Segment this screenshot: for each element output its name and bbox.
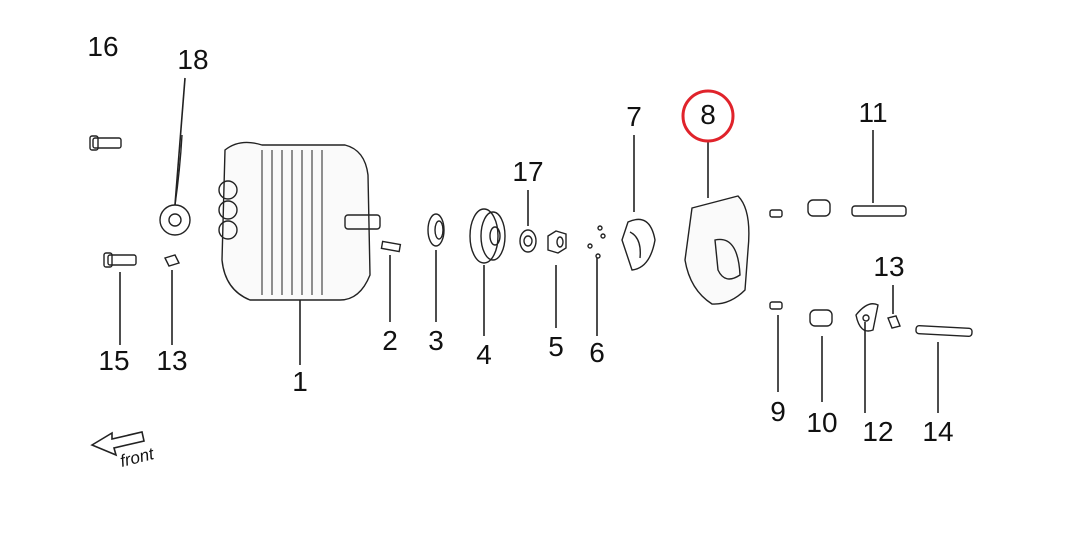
highlight-circle — [681, 89, 735, 143]
part-13-nut-right — [887, 315, 901, 329]
part-8-cover — [684, 195, 750, 305]
part-16-bolt — [89, 135, 122, 151]
label-7: 7 — [626, 101, 642, 132]
label-9: 9 — [770, 396, 786, 427]
label-1: 1 — [292, 366, 308, 397]
part-7-plate — [621, 218, 656, 271]
part-11-pin — [851, 205, 907, 217]
label-10: 10 — [806, 407, 838, 438]
part-13-nut — [164, 254, 180, 267]
label-13-right: 13 — [873, 251, 905, 282]
label-16: 16 — [87, 31, 119, 62]
label-17: 17 — [512, 156, 544, 187]
part-6-screws — [587, 225, 606, 259]
label-11: 11 — [858, 97, 888, 128]
part-3-bearing — [427, 213, 445, 247]
label-15: 15 — [98, 345, 130, 376]
label-2: 2 — [382, 325, 398, 356]
label-3: 3 — [428, 325, 444, 356]
label-14: 14 — [922, 416, 954, 447]
part-5-nut — [547, 230, 567, 254]
label-12: 12 — [862, 416, 894, 447]
part-4-pulley — [469, 208, 506, 264]
part-17-washer — [519, 229, 537, 253]
part-15-bolt — [103, 252, 137, 268]
leader-lines — [119, 77, 939, 413]
part-18-sensor — [159, 134, 191, 236]
part-12-bracket — [855, 303, 879, 332]
part-2-key — [380, 240, 402, 253]
front-arrow-icon — [90, 431, 145, 457]
part-14-pin — [915, 324, 973, 338]
label-18: 18 — [177, 44, 209, 75]
label-13-left: 13 — [156, 345, 188, 376]
label-6: 6 — [589, 337, 605, 368]
part-1-motor — [218, 141, 381, 301]
label-4: 4 — [476, 339, 492, 370]
label-8: 8 — [700, 99, 716, 130]
label-5: 5 — [548, 331, 564, 362]
part-9-screw — [769, 209, 783, 310]
part-10-bushing — [807, 199, 833, 327]
